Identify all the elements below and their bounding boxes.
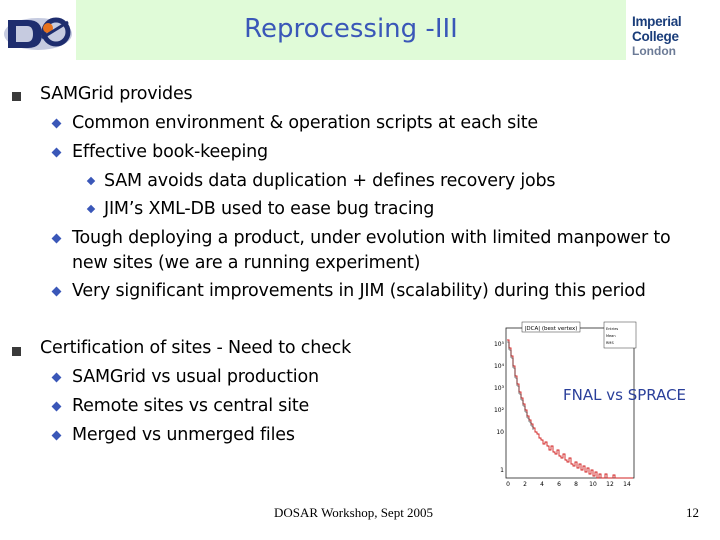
bullet-square-icon <box>12 92 21 101</box>
bullet-diamond-icon <box>51 430 62 441</box>
plot-ytick: 10 <box>496 429 504 436</box>
plot-ytick: 1 <box>500 467 504 474</box>
bullet-text: Certification of sites - Need to check <box>40 338 352 358</box>
bullet-square-icon <box>12 347 21 356</box>
bullet-diamond-icon <box>51 372 62 383</box>
title-banner <box>76 0 626 60</box>
plot-ytick: 10⁴ <box>494 363 505 370</box>
plot-xtick: 14 <box>623 481 631 488</box>
logo-line-2: London <box>632 44 676 58</box>
imperial-college-logo: Imperial College London <box>632 14 718 58</box>
plot-title-box <box>521 321 581 333</box>
bullet-text: Remote sites vs central site <box>72 396 310 416</box>
dca-histogram-plot: |DCA| (best vertex) Entries Mean RMS 10⁵… <box>480 318 640 488</box>
histogram-fnal <box>507 339 633 479</box>
plot-ytick: 10³ <box>494 385 505 392</box>
bullet-diamond-icon <box>86 176 96 186</box>
plot-xtick: 8 <box>574 481 578 488</box>
bullet-diamond-icon <box>51 286 62 297</box>
bullet-diamond-icon <box>51 147 62 158</box>
bullet-diamond-icon <box>51 401 62 412</box>
plot-stat-label: RMS <box>606 341 614 345</box>
page-number: 12 <box>686 505 699 520</box>
bullet-text: Effective book-keeping <box>72 142 268 162</box>
bullet-diamond-icon <box>51 233 62 244</box>
footer-text: DOSAR Workshop, Sept 2005 <box>274 505 434 520</box>
bullet-text: Common environment & operation scripts a… <box>72 113 538 133</box>
bullet-diamond-icon <box>51 118 62 129</box>
plot-stats-box <box>603 321 637 349</box>
histogram-sprace <box>507 341 534 430</box>
bullet-text: SAMGrid provides <box>40 84 193 104</box>
bullet-text: Merged vs unmerged files <box>72 425 295 445</box>
plot-xtick: 4 <box>540 481 544 488</box>
plot-ytick: 10² <box>494 407 505 414</box>
bullet-diamond-icon <box>86 204 96 214</box>
bullet-text: Very significant improvements in JIM (sc… <box>72 281 646 301</box>
plot-stat-label: Mean <box>606 334 616 338</box>
d0-logo <box>4 17 72 50</box>
bullet-text: JIM’s XML-DB used to ease bug tracing <box>104 199 435 219</box>
plot-xtick: 6 <box>557 481 561 488</box>
bullet-text: SAMGrid vs usual production <box>72 367 319 387</box>
plot-stat-label: Entries <box>606 327 618 331</box>
plot-xtick: 2 <box>523 481 527 488</box>
plot-ytick: 10⁵ <box>494 341 505 348</box>
logo-line-1: Imperial College <box>632 14 682 44</box>
plot-xtick: 12 <box>606 481 614 488</box>
plot-xtick: 10 <box>589 481 597 488</box>
plot-label: FNAL vs SPRACE <box>563 386 687 404</box>
plot-xtick: 0 <box>506 481 510 488</box>
bullet-text: Tough deploying a product, under evoluti… <box>72 228 671 248</box>
slide-title: Reprocessing -III <box>244 14 458 44</box>
bullet-text: SAM avoids data duplication + defines re… <box>104 171 556 191</box>
plot-title: |DCA| (best vertex) <box>525 326 578 332</box>
bullet-text: new sites (we are a running experiment) <box>72 253 421 273</box>
